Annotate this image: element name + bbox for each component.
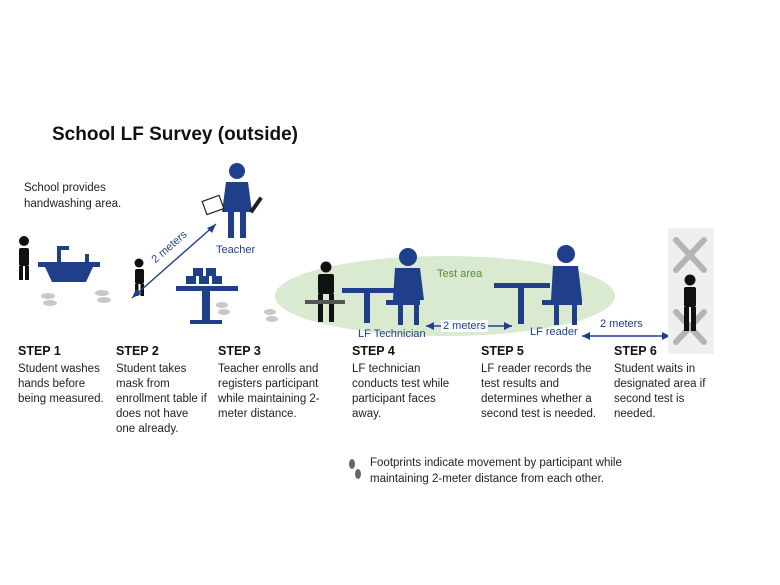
step-heading: STEP 2 [116,344,159,358]
step-2: STEP 2 Student takes mask from enrollmen… [116,344,208,437]
lf-reader-icon [494,245,582,325]
step-heading: STEP 1 [18,344,61,358]
distance-arrow-teacher [131,223,217,299]
waiting-x-icon [673,237,707,345]
distance-label-reader-wait: 2 meters [600,318,643,330]
footprint-icon [266,316,278,322]
test-area-ellipse [275,256,615,336]
footprints [41,290,278,322]
footprint-footnote: Footprints indicate movement by particip… [370,457,622,485]
step-4: STEP 4 LF technician conducts test while… [352,344,466,422]
step-heading: STEP 6 [614,344,657,358]
step-heading: STEP 5 [481,344,524,358]
step-description: Student waits in designated area if seco… [614,363,706,420]
student-washing-icon [19,236,29,280]
footprint-icon [43,300,57,306]
step-description: LF technician conducts test while partic… [352,363,450,420]
footprint-icon [97,297,111,303]
footprint-icon [95,290,109,296]
distance-label-tech-reader: 2 meters [441,320,488,332]
step-3: STEP 3 Teacher enrolls and registers par… [218,344,330,422]
footprint-icon [41,293,55,299]
teacher-label: Teacher [216,244,256,256]
footprint-legend-icon [349,459,361,479]
footprint-icon [218,309,230,315]
participant-seated-icon [305,261,345,322]
lf-technician-icon [342,248,424,325]
lf-technician-label: LF Technician [358,328,426,340]
sink-icon [38,246,100,282]
step-description: LF reader records the test results and d… [481,363,597,420]
step-description: Student takes mask from enrollment table… [116,363,207,435]
step-description: Teacher enrolls and registers participan… [218,363,320,420]
step-heading: STEP 3 [218,344,261,358]
student-waiting-icon [684,274,696,331]
step-heading: STEP 4 [352,344,395,358]
step-1: STEP 1 Student washes hands before being… [18,344,110,407]
step-5: STEP 5 LF reader records the test result… [481,344,597,422]
footprint-icon [264,309,276,315]
page-title: School LF Survey (outside) [52,124,298,145]
enrollment-table-icon [176,268,238,324]
lf-reader-label: LF reader [530,326,578,338]
step-description: Student washes hands before being measur… [18,363,104,405]
teacher-icon [201,163,263,238]
step-6: STEP 6 Student waits in designated area … [614,344,718,422]
footprint-icon [216,302,228,308]
test-area-label: Test area [437,268,483,280]
handwashing-note: School provides handwashing area. [24,182,122,210]
